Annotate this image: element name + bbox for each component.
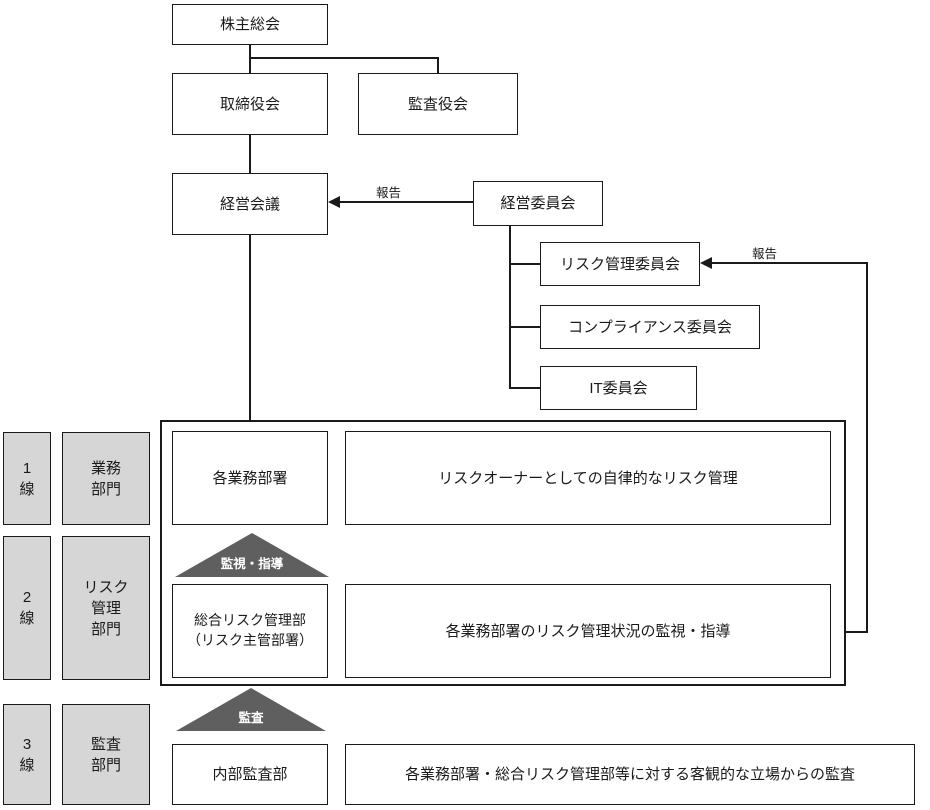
node-it-committee-label: IT委員会 [589,379,648,397]
connector-report-right-vertical [866,262,868,633]
line2-unit-label: 総合リスク管理部 （リスク主管部署） [187,612,313,648]
arrowhead-report-to-council-icon [328,196,340,208]
connector-council-defense-box [249,235,251,420]
line3-description-box: 各業務部署・総合リスク管理部等に対する客観的な立場からの監査 [345,744,915,805]
report-to-council-label: 報告 [376,186,402,200]
node-compliance-committee: コンプライアンス委員会 [540,305,760,349]
line2-label: 2 線 [19,589,35,627]
connector-report-to-council [339,201,473,203]
line3-label: 3 線 [19,735,35,774]
line2-description-box: 各業務部署のリスク管理状況の監視・指導 [345,584,831,678]
line1-description: リスクオーナーとしての自律的なリスク管理 [438,469,738,487]
node-management-council-label: 経営会議 [219,195,280,213]
line3-division-label: 監査 部門 [90,735,121,774]
line1-label: 1 線 [19,459,35,498]
node-shareholders-meeting: 株主総会 [172,4,328,45]
node-risk-management-committee: リスク管理委員会 [540,242,700,286]
node-it-committee: IT委員会 [540,366,697,410]
defense-lines-frame [160,420,846,686]
oversight-triangle-label: 監視・指導 [220,557,284,571]
audit-triangle-icon: 監査 [176,688,326,731]
connector-it-committee-stub [509,387,540,389]
connector-report-right-top [711,262,868,264]
connector-risk-committee-stub [509,263,540,265]
node-management-council: 経営会議 [172,173,328,235]
line1-division-box: 業務 部門 [62,432,150,525]
connector-compliance-committee-stub [509,326,540,328]
line3-label-box: 3 線 [3,704,51,805]
line2-unit-box: 総合リスク管理部 （リスク主管部署） [172,584,328,678]
node-shareholders-meeting-label: 株主総会 [219,16,280,33]
node-audit-board: 監査役会 [358,73,518,135]
connector-board-council [249,135,251,173]
line1-label-box: 1 線 [3,432,51,525]
line2-description: 各業務部署のリスク管理状況の監視・指導 [445,622,731,640]
connector-report-right-bottom [845,631,868,633]
line1-description-box: リスクオーナーとしての自律的なリスク管理 [345,431,831,525]
line3-unit-box: 内部監査部 [172,744,328,805]
connector-audit-board-down [437,57,439,73]
node-board-of-directors-label: 取締役会 [219,95,280,113]
audit-triangle-label: 監査 [238,711,264,725]
node-risk-management-committee-label: リスク管理委員会 [559,255,680,273]
node-compliance-committee-label: コンプライアンス委員会 [568,318,732,336]
line1-division-label: 業務 部門 [90,459,121,498]
node-board-of-directors: 取締役会 [172,73,328,135]
node-management-committee: 経営委員会 [473,181,603,226]
line1-unit-box: 各業務部署 [172,431,328,525]
line3-division-box: 監査 部門 [62,704,150,805]
node-audit-board-label: 監査役会 [407,95,468,113]
line1-unit-label: 各業務部署 [212,469,288,487]
line3-unit-label: 内部監査部 [212,766,288,783]
node-management-committee-label: 経営委員会 [500,195,576,212]
line2-division-box: リスク 管理 部門 [62,536,150,680]
line3-description: 各業務部署・総合リスク管理部等に対する客観的な立場からの監査 [404,766,855,783]
line2-division-label: リスク 管理 部門 [83,578,129,638]
line2-label-box: 2 線 [3,536,51,680]
connector-committee-trunk [509,226,511,389]
arrowhead-report-to-risk-committee-icon [700,257,712,269]
connector-top-horizontal [249,57,439,59]
connector-shareholders-down [249,45,251,73]
report-to-risk-committee-label: 報告 [752,247,778,261]
